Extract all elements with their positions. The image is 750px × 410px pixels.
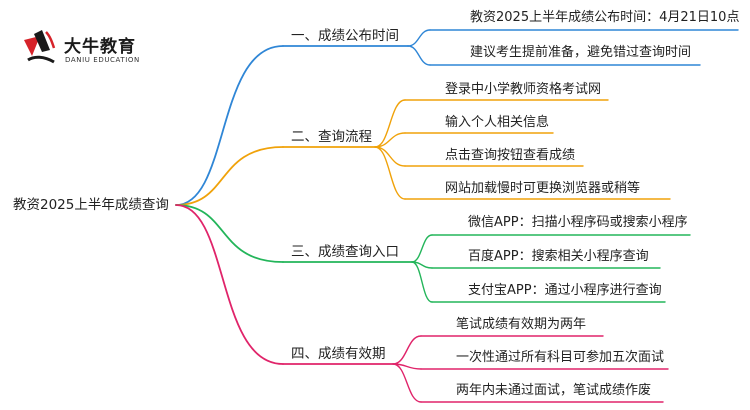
connector-root-branch-3	[175, 204, 284, 263]
leaf-4-2: 一次性通过所有科目可参加五次面试	[456, 350, 665, 365]
daniu-logo-icon	[24, 30, 56, 64]
brand-logo: 大牛教育 DANIU EDUCATION	[20, 26, 170, 72]
connector-branch-2-leaf-2	[374, 132, 406, 148]
branch-label-3: 三、成绩查询入口	[291, 244, 399, 260]
leaf-2-3: 点击查询按钮查看成绩	[445, 148, 576, 163]
leaf-3-1: 微信APP：扫描小程序码或搜索小程序	[468, 215, 688, 230]
connector-branch-1-leaf-1	[407, 29, 431, 47]
branch-label-4: 四、成绩有效期	[291, 346, 386, 362]
leaf-4-1: 笔试成绩有效期为两年	[456, 317, 587, 332]
connector-branch-4-leaf-1	[392, 335, 422, 365]
connector-root-branch-1	[175, 45, 284, 206]
leaf-2-2: 输入个人相关信息	[445, 115, 550, 130]
leaf-1-1: 教资2025上半年成绩公布时间：4月21日10点	[470, 10, 740, 25]
connector-branch-2-leaf-3	[374, 146, 406, 167]
connector-branch-3-leaf-3	[411, 261, 433, 303]
root-node: 教资2025上半年成绩查询	[13, 197, 169, 213]
connector-branch-2-leaf-1	[374, 99, 406, 148]
connector-branch-2-leaf-4	[374, 146, 406, 200]
logo-subtitle: DANIU EDUCATION	[65, 56, 140, 64]
logo-title: 大牛教育	[64, 37, 136, 57]
connector-root-branch-2	[175, 146, 284, 206]
connector-branch-4-leaf-3	[392, 363, 422, 403]
leaf-4-3: 两年内未通过面试，笔试成绩作废	[456, 383, 652, 398]
connector-branch-1-leaf-2	[407, 45, 431, 66]
leaf-3-3: 支付宝APP：通过小程序进行查询	[468, 283, 662, 298]
leaf-2-4: 网站加载慢时可更换浏览器或稍等	[445, 181, 641, 196]
connector-branch-3-leaf-1	[411, 234, 433, 263]
branch-label-1: 一、成绩公布时间	[291, 28, 399, 44]
connector-root-branch-4	[175, 204, 284, 365]
leaf-1-2: 建议考生提前准备，避免错过查询时间	[470, 45, 692, 60]
branch-label-2: 二、查询流程	[291, 129, 372, 145]
leaf-3-2: 百度APP：搜索相关小程序查询	[468, 249, 649, 264]
leaf-2-1: 登录中小学教师资格考试网	[445, 82, 602, 97]
